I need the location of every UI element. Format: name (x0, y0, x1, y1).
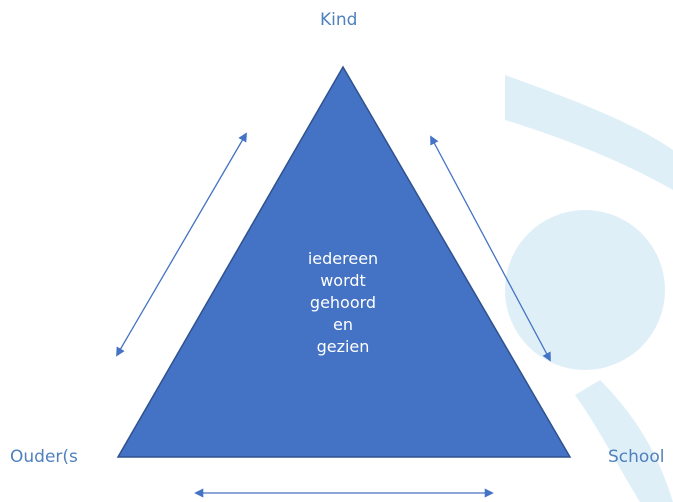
center-line: gehoord (309, 293, 377, 312)
center-text: iedereen wordt gehoord en gezien (268, 248, 418, 358)
center-line: wordt (320, 271, 366, 290)
center-line: gezien (316, 337, 370, 356)
arrow-kind-school (430, 135, 551, 362)
watermark-swoosh (505, 75, 673, 190)
label-school: School (608, 447, 665, 467)
center-line: en (333, 315, 353, 334)
watermark-head (505, 210, 665, 370)
watermark-body (575, 380, 673, 502)
arrow-ouders-kind (116, 132, 247, 357)
label-ouders: Ouder(s (10, 447, 78, 467)
label-kind: Kind (320, 10, 358, 30)
center-line: iedereen (307, 249, 379, 268)
